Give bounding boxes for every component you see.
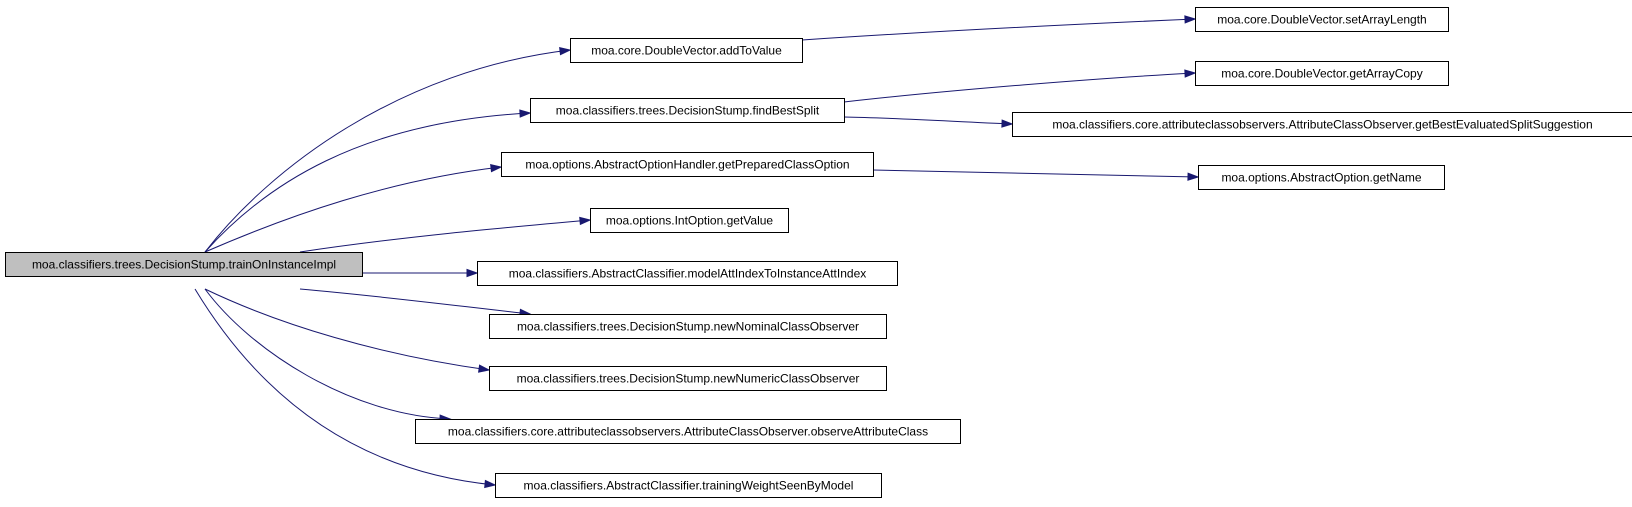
edge-line [204, 112, 531, 253]
node-label: moa.classifiers.trees.DecisionStump.newN… [517, 320, 859, 334]
node-label: moa.core.DoubleVector.addToValue [591, 44, 782, 58]
edge-root-to-newNumeric [204, 288, 491, 373]
arrowhead-icon [1187, 172, 1200, 181]
node-box[interactable] [590, 208, 789, 233]
node-box[interactable] [1195, 61, 1449, 86]
node-box[interactable] [5, 252, 363, 277]
node-label: moa.options.AbstractOption.getName [1221, 171, 1421, 185]
node-box[interactable] [415, 419, 961, 444]
node-label: moa.options.IntOption.getValue [606, 214, 774, 228]
node-getArrayCopy[interactable]: moa.core.DoubleVector.getArrayCopy [1195, 61, 1449, 86]
edge-root-to-findBestSplit [204, 109, 532, 253]
edge-getPreparedClassOption-to-getName [872, 169, 1200, 181]
edge-findBestSplit-to-getBestSplit [843, 116, 1014, 128]
node-label: moa.classifiers.core.attributeclassobser… [1052, 118, 1592, 132]
node-label: moa.options.AbstractOptionHandler.getPre… [525, 158, 849, 172]
node-box[interactable] [501, 152, 874, 177]
arrowhead-icon [519, 109, 532, 118]
edge-line [843, 72, 1196, 103]
node-label: moa.core.DoubleVector.setArrayLength [1217, 13, 1426, 27]
node-root[interactable]: moa.classifiers.trees.DecisionStump.trai… [5, 252, 363, 277]
nodes-layer: moa.classifiers.trees.DecisionStump.trai… [5, 7, 1632, 498]
node-box[interactable] [1195, 7, 1449, 32]
node-modelAttIndex[interactable]: moa.classifiers.AbstractClassifier.model… [477, 261, 898, 286]
edge-root-to-newNominal [299, 288, 532, 318]
edge-root-to-getPreparedClassOption [204, 164, 503, 253]
node-box[interactable] [570, 38, 803, 63]
edge-root-to-addToValue [204, 47, 572, 253]
edge-root-to-intGetValue [299, 216, 592, 253]
edge-line [872, 169, 1199, 178]
edge-line [204, 288, 490, 371]
node-trainingWeight[interactable]: moa.classifiers.AbstractClassifier.train… [495, 473, 882, 498]
edge-line [299, 288, 531, 315]
edge-line [204, 166, 502, 253]
node-getName[interactable]: moa.options.AbstractOption.getName [1198, 165, 1445, 190]
node-getBestSplit[interactable]: moa.classifiers.core.attributeclassobser… [1012, 112, 1632, 137]
arrowhead-icon [579, 216, 592, 226]
node-setArrayLength[interactable]: moa.core.DoubleVector.setArrayLength [1195, 7, 1449, 32]
edge-line [194, 288, 496, 486]
edge-root-to-observeAttr [204, 288, 452, 423]
node-label: moa.core.DoubleVector.getArrayCopy [1221, 67, 1422, 81]
node-getPreparedClassOption[interactable]: moa.options.AbstractOptionHandler.getPre… [501, 152, 874, 177]
edge-root-to-trainingWeight [194, 288, 497, 489]
edge-line [801, 18, 1196, 41]
node-label: moa.classifiers.trees.DecisionStump.trai… [32, 258, 336, 272]
node-box[interactable] [495, 473, 882, 498]
node-intGetValue[interactable]: moa.options.IntOption.getValue [590, 208, 789, 233]
edge-addToValue-to-setArrayLength [801, 15, 1197, 41]
arrowhead-icon [484, 479, 497, 489]
node-box[interactable] [477, 261, 898, 286]
arrowhead-icon [466, 268, 479, 278]
edge-findBestSplit-to-getArrayCopy [843, 69, 1197, 103]
node-observeAttr[interactable]: moa.classifiers.core.attributeclassobser… [415, 419, 961, 444]
node-box[interactable] [1198, 165, 1445, 190]
edge-line [204, 49, 571, 253]
arrowhead-icon [559, 47, 572, 56]
node-label: moa.classifiers.core.attributeclassobser… [448, 425, 928, 439]
edge-root-to-modelAttIndex [362, 268, 479, 278]
node-box[interactable] [1012, 112, 1632, 137]
edges-layer [194, 15, 1200, 489]
node-box[interactable] [489, 366, 887, 391]
node-findBestSplit[interactable]: moa.classifiers.trees.DecisionStump.find… [530, 98, 845, 123]
node-label: moa.classifiers.AbstractClassifier.model… [509, 267, 867, 281]
arrowhead-icon [1184, 69, 1197, 78]
node-label: moa.classifiers.trees.DecisionStump.find… [556, 104, 820, 118]
node-label: moa.classifiers.trees.DecisionStump.newN… [517, 372, 860, 386]
edge-line [843, 116, 1013, 125]
edge-line [299, 219, 591, 253]
arrowhead-icon [1184, 15, 1197, 24]
node-newNumeric[interactable]: moa.classifiers.trees.DecisionStump.newN… [489, 366, 887, 391]
edge-line [204, 288, 451, 420]
arrowhead-icon [490, 164, 503, 173]
node-label: moa.classifiers.AbstractClassifier.train… [524, 479, 854, 493]
node-addToValue[interactable]: moa.core.DoubleVector.addToValue [570, 38, 803, 63]
arrowhead-icon [1001, 119, 1014, 128]
node-box[interactable] [530, 98, 845, 123]
node-box[interactable] [489, 314, 887, 339]
node-newNominal[interactable]: moa.classifiers.trees.DecisionStump.newN… [489, 314, 887, 339]
arrowhead-icon [478, 364, 491, 373]
